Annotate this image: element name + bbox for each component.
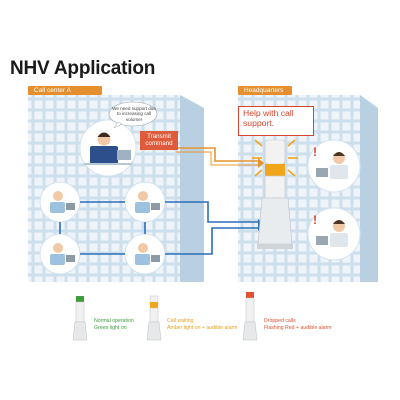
legend-tower-red xyxy=(242,292,258,341)
headquarters-label: Headquarters xyxy=(238,86,292,95)
hq-staff-2: ! xyxy=(307,207,361,261)
manager-circle xyxy=(79,119,137,177)
page-title: NHV Application xyxy=(10,58,156,79)
legend-amber-line1: Call waiting xyxy=(167,318,194,324)
call-center-label: Call center A xyxy=(28,86,102,95)
operator-circles xyxy=(39,181,166,275)
legend-green-line1: Normal operation xyxy=(94,318,134,324)
svg-text:!: ! xyxy=(313,213,317,227)
hq-staff-circles: ! ! xyxy=(307,139,361,261)
legend-amber-line2: Amber light on + audible alarm xyxy=(167,325,238,332)
speech-bubble-text: We need support due to increasing call v… xyxy=(112,106,156,122)
transmit-command-box: Transmit command xyxy=(140,131,178,150)
operator-2 xyxy=(124,181,166,223)
signal-tower-icon xyxy=(252,139,298,249)
arrow-head xyxy=(258,158,264,168)
speech-bubble-shape xyxy=(108,101,158,129)
operator-3 xyxy=(39,233,81,275)
hq-staff-1: ! xyxy=(307,139,361,193)
legend-red: Dropped calls Flashing Red + audible ala… xyxy=(264,318,332,332)
legend-green: Normal operation Green light on xyxy=(94,318,134,332)
signal-lines xyxy=(59,147,258,255)
operator-4 xyxy=(124,233,166,275)
svg-text:!: ! xyxy=(313,145,317,159)
legend-tower-green xyxy=(72,296,88,341)
operator-1 xyxy=(39,181,81,223)
legend-tower-amber xyxy=(146,295,162,341)
legend-red-line1: Dropped calls xyxy=(264,318,296,324)
help-bubble: Help with call support. xyxy=(238,106,314,136)
legend-red-line2: Flashing Red + audible alarm xyxy=(264,325,332,332)
legend-amber: Call waiting Amber light on + audible al… xyxy=(167,318,238,332)
legend-green-line2: Green light on xyxy=(94,325,127,332)
